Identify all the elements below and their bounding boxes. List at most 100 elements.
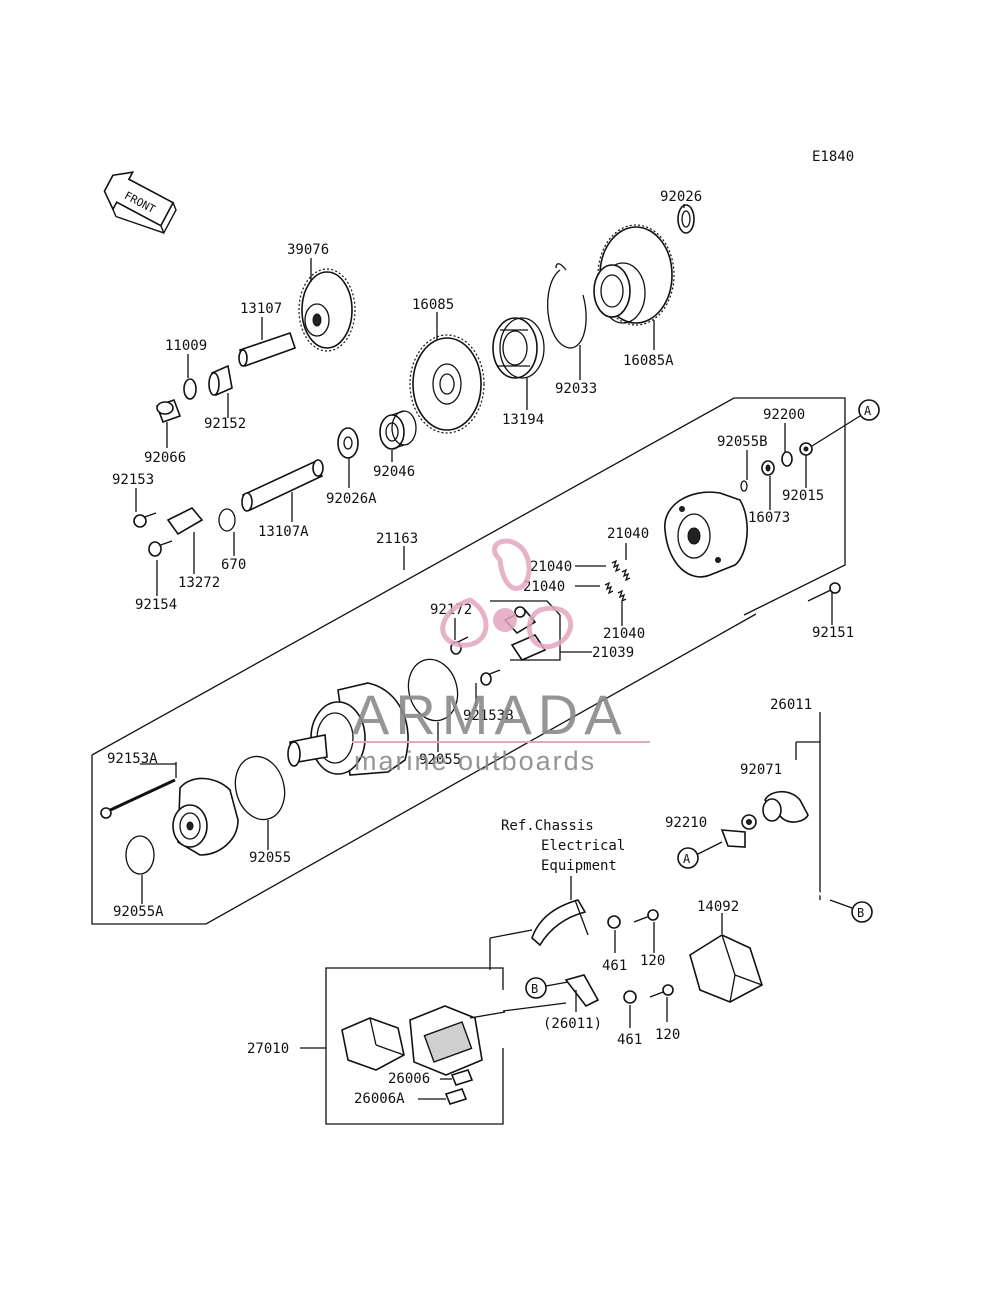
part-92154-screw xyxy=(148,540,173,557)
part-21040-springs xyxy=(604,559,631,603)
label-92033: 92033 xyxy=(555,381,597,397)
part-11009-ring xyxy=(183,378,197,400)
label-26006: 26006 xyxy=(388,1071,430,1087)
callout-B-lower: B xyxy=(525,977,569,999)
label-92055-upper: 92055 xyxy=(419,752,461,768)
part-92015-nut xyxy=(799,442,813,456)
label-92055-lower: 92055 xyxy=(249,850,291,866)
svg-text:A: A xyxy=(864,404,872,418)
label-92046: 92046 xyxy=(373,464,415,480)
part-92071-boot xyxy=(762,790,809,823)
part-13272-plate xyxy=(166,507,204,536)
part-26011-cable xyxy=(720,829,831,902)
label-670: 670 xyxy=(221,557,246,573)
part-92055-oring-lower xyxy=(234,755,286,821)
label-120-upper: 120 xyxy=(640,953,665,969)
part-labels: 92026 39076 13107 16085 11009 16085A 920… xyxy=(107,189,854,1107)
part-27010-relay xyxy=(341,1005,506,1076)
part-120-bolt-upper xyxy=(633,909,659,923)
label-461-upper: 461 xyxy=(602,958,627,974)
part-92055-oring-upper xyxy=(407,658,459,722)
part-92026A-washer xyxy=(337,427,359,459)
part-92046-bearing xyxy=(379,410,417,450)
diagram-code: E1840 xyxy=(812,149,854,165)
part-92153A-bolt xyxy=(100,778,176,819)
label-92200: 92200 xyxy=(763,407,805,423)
label-13194: 13194 xyxy=(502,412,544,428)
part-16073-nut xyxy=(761,460,775,476)
part-39076-gear xyxy=(298,268,356,352)
label-92151: 92151 xyxy=(812,625,854,641)
label-16073: 16073 xyxy=(748,510,790,526)
label-16085: 16085 xyxy=(412,297,454,313)
svg-text:Equipment: Equipment xyxy=(541,858,617,874)
label-92015: 92015 xyxy=(782,488,824,504)
label-120-lower: 120 xyxy=(655,1027,680,1043)
part-461-washer-upper xyxy=(607,915,621,929)
label-39076: 39076 xyxy=(287,242,329,258)
part-14092-cover xyxy=(689,934,763,1003)
label-92153B: 92153B xyxy=(463,708,514,724)
part-26006-fuse xyxy=(450,1069,474,1086)
label-92055B: 92055B xyxy=(717,434,768,450)
label-461-lower: 461 xyxy=(617,1032,642,1048)
leader-lines xyxy=(135,204,833,904)
part-92152-bushing xyxy=(208,364,233,397)
label-27010: 27010 xyxy=(247,1041,289,1057)
svg-text:B: B xyxy=(531,982,538,996)
label-26011-ref: (26011) xyxy=(543,1016,602,1032)
part-92153-bolt xyxy=(133,512,157,528)
label-13107: 13107 xyxy=(240,301,282,317)
label-92153: 92153 xyxy=(112,472,154,488)
starter-motor-body xyxy=(287,682,409,776)
callout-A-right: A xyxy=(677,841,723,869)
part-26006A-fuse xyxy=(444,1088,468,1105)
label-92071: 92071 xyxy=(740,762,782,778)
label-13107A: 13107A xyxy=(258,524,309,540)
part-92066-plug xyxy=(155,398,182,424)
label-16085A: 16085A xyxy=(623,353,674,369)
part-92026-ring xyxy=(677,204,695,234)
part-92151-bolt xyxy=(807,582,841,602)
watermark-brand: ARMADA xyxy=(352,683,628,746)
svg-text:B: B xyxy=(857,906,864,920)
label-92153A: 92153A xyxy=(107,751,158,767)
part-26011-terminal xyxy=(564,974,600,1008)
label-92152: 92152 xyxy=(204,416,246,432)
part-120-bolt-lower xyxy=(649,984,674,998)
part-92153B-bolt xyxy=(480,669,501,686)
ref-chassis-note: Ref.Chassis Electrical Equipment xyxy=(501,818,625,874)
label-11009: 11009 xyxy=(165,338,207,354)
callout-A-top: A xyxy=(811,399,880,447)
svg-text:A: A xyxy=(683,852,691,866)
label-26006A: 26006A xyxy=(354,1091,405,1107)
part-670-oring xyxy=(218,508,236,532)
label-21040-d: 21040 xyxy=(603,626,645,642)
front-arrow-icon: FRONT xyxy=(103,171,177,235)
armada-logo-icon xyxy=(440,538,574,650)
starter-end-cover xyxy=(664,491,748,578)
label-26011: 26011 xyxy=(770,697,812,713)
label-92154: 92154 xyxy=(135,597,177,613)
label-21040-a: 21040 xyxy=(607,526,649,542)
part-92055A-oring xyxy=(125,835,155,875)
armada-watermark: ARMADA marine outboards xyxy=(352,538,650,776)
label-92055A: 92055A xyxy=(113,904,164,920)
svg-text:Ref.Chassis: Ref.Chassis xyxy=(501,818,594,834)
part-92055B-oring xyxy=(740,480,748,492)
label-92210: 92210 xyxy=(665,815,707,831)
part-16085A-gear xyxy=(593,224,675,326)
label-21040-b: 21040 xyxy=(530,559,572,575)
label-92026: 92026 xyxy=(660,189,702,205)
label-21039: 21039 xyxy=(592,645,634,661)
label-13272: 13272 xyxy=(178,575,220,591)
label-14092: 14092 xyxy=(697,899,739,915)
part-92210-nut xyxy=(741,814,757,830)
label-92066: 92066 xyxy=(144,450,186,466)
part-13107A-shaft xyxy=(241,459,324,512)
part-16085-gear xyxy=(409,334,485,434)
part-13107-shaft xyxy=(238,331,297,368)
label-21040-c: 21040 xyxy=(523,579,565,595)
part-461-washer-lower xyxy=(623,990,637,1004)
